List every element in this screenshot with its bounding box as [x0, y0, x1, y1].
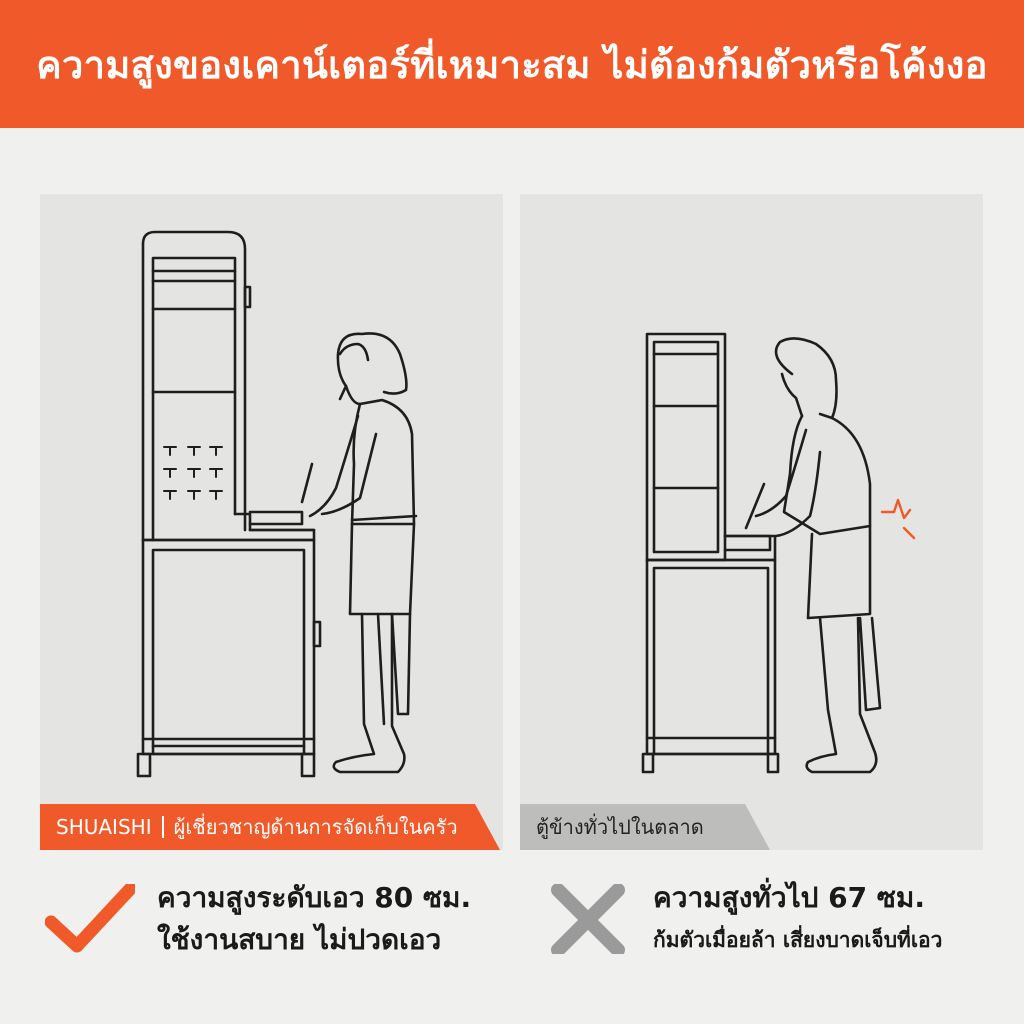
benefit-shuaishi: ความสูงระดับเอว 80 ซม. ใช้งานสบาย ไม่ปวด…: [45, 878, 505, 978]
comparison-panel-shuaishi: SHUAISHI ผู้เชี่ยวชาญด้านการจัดเก็บในครั…: [40, 194, 503, 850]
cross-icon: [551, 884, 625, 954]
brand-tag: SHUAISHI ผู้เชี่ยวชาญด้านการจัดเก็บในครั…: [40, 804, 500, 850]
short-cabinet-illustration: [641, 332, 916, 774]
comparison-panel-generic: ตู้ข้างทั่วไปในตลาด: [520, 194, 983, 850]
brand-tag-text: ผู้เชี่ยวชาญด้านการจัดเก็บในครัว: [173, 815, 458, 839]
benefit-line-2: ใช้งานสบาย ไม่ปวดเอว: [157, 923, 442, 956]
benefit-text: ความสูงระดับเอว 80 ซม. ใช้งานสบาย ไม่ปวด…: [157, 878, 471, 962]
brand-name: SHUAISHI: [56, 815, 152, 839]
header-banner: ความสูงของเคาน์เตอร์ที่เหมาะสม ไม่ต้องก้…: [0, 0, 1024, 128]
check-icon: [45, 884, 135, 953]
drawback-line-1: ความสูงทั่วไป 67 ซม.: [653, 881, 925, 914]
benefit-line-1: ความสูงระดับเอว 80 ซม.: [157, 881, 472, 914]
tall-cabinet-illustration: [136, 230, 418, 778]
page-title: ความสูงของเคาน์เตอร์ที่เหมาะสม ไม่ต้องก้…: [36, 42, 988, 87]
drawback-text: ความสูงทั่วไป 67 ซม. ก้มตัวเมื่อยล้า เสี…: [653, 878, 942, 962]
generic-tag: ตู้ข้างทั่วไปในตลาด: [520, 804, 770, 850]
generic-tag-text: ตู้ข้างทั่วไปในตลาด: [536, 815, 704, 839]
tag-divider: [161, 816, 164, 838]
drawback-generic: ความสูงทั่วไป 67 ซม. ก้มตัวเมื่อยล้า เสี…: [548, 878, 1008, 978]
drawback-line-2: ก้มตัวเมื่อยล้า เสี่ยงบาดเจ็บที่เอว: [653, 928, 943, 952]
